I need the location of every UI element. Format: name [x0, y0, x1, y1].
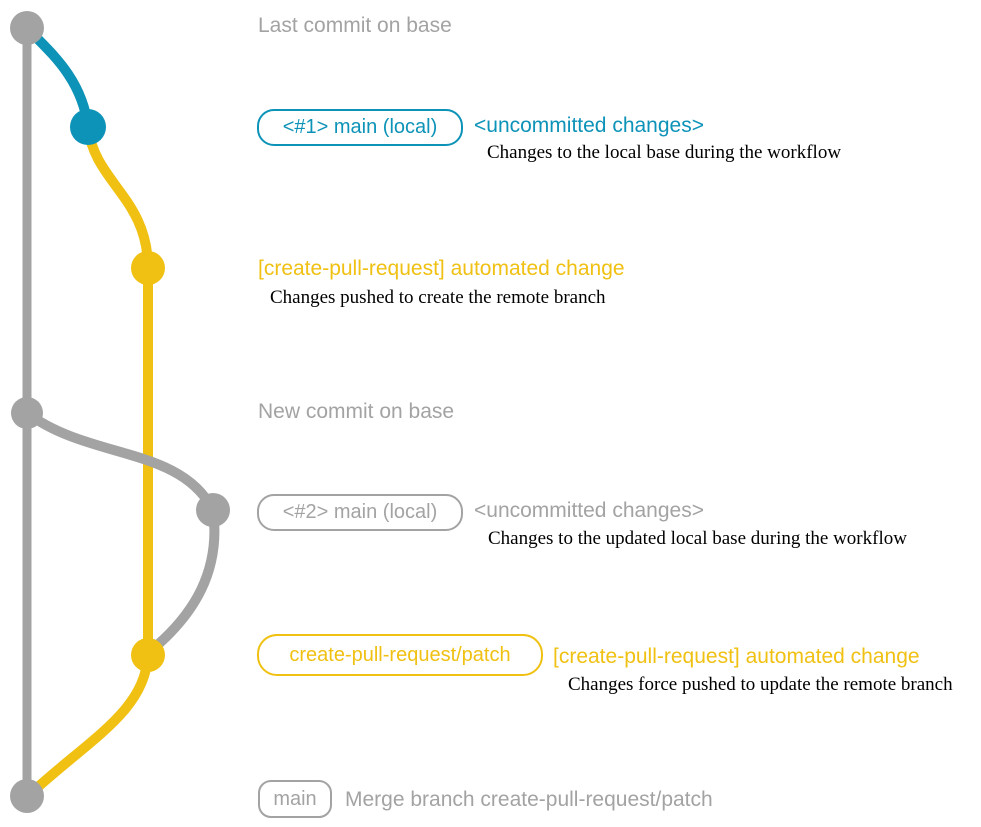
merge-commit-message: Merge branch create-pull-request/patch — [345, 788, 713, 811]
uncommitted-changes-label-1: <uncommitted changes> — [474, 114, 704, 137]
branch-badge-main-local-1-text: <#1> main (local) — [282, 116, 438, 138]
automated-change-title-1: [create-pull-request] automated change — [258, 257, 625, 280]
commit-dot-last-base — [10, 11, 44, 45]
branch-badge-main-text: main — [273, 787, 317, 810]
commit-dot-automated-change-1 — [131, 251, 165, 285]
automated-change-description-2: Changes force pushed to update the remot… — [568, 674, 953, 695]
commit-dot-main-local-2 — [196, 493, 230, 527]
automated-change-title-2: [create-pull-request] automated change — [553, 645, 920, 668]
patch-branch-path — [23, 122, 153, 801]
commit-dot-main-local-1 — [70, 109, 106, 145]
new-commit-label: New commit on base — [258, 400, 455, 423]
branch-badge-main: main — [258, 780, 332, 818]
branch-badge-main-local-1: <#1> main (local) — [257, 109, 463, 146]
branch-badge-main-local-2: <#2> main (local) — [257, 494, 463, 531]
branch-badge-patch-text: create-pull-request/patch — [289, 643, 511, 666]
automated-change-description-1: Changes pushed to create the remote bran… — [270, 287, 606, 308]
uncommitted-changes-label-2: <uncommitted changes> — [474, 499, 704, 522]
uncommitted-changes-description-1: Changes to the local base during the wor… — [487, 142, 842, 163]
commit-dot-new-base — [11, 397, 43, 429]
branch-badge-patch: create-pull-request/patch — [257, 634, 543, 676]
commit-dot-automated-change-2 — [131, 638, 165, 672]
branch-badge-main-local-2-text: <#2> main (local) — [282, 501, 438, 523]
commit-dot-merge — [10, 779, 44, 813]
last-commit-label: Last commit on base — [258, 14, 452, 37]
rebase-curve-in — [143, 505, 220, 658]
rebase-curve-out — [22, 408, 218, 515]
uncommitted-changes-description-2: Changes to the updated local base during… — [488, 528, 907, 549]
